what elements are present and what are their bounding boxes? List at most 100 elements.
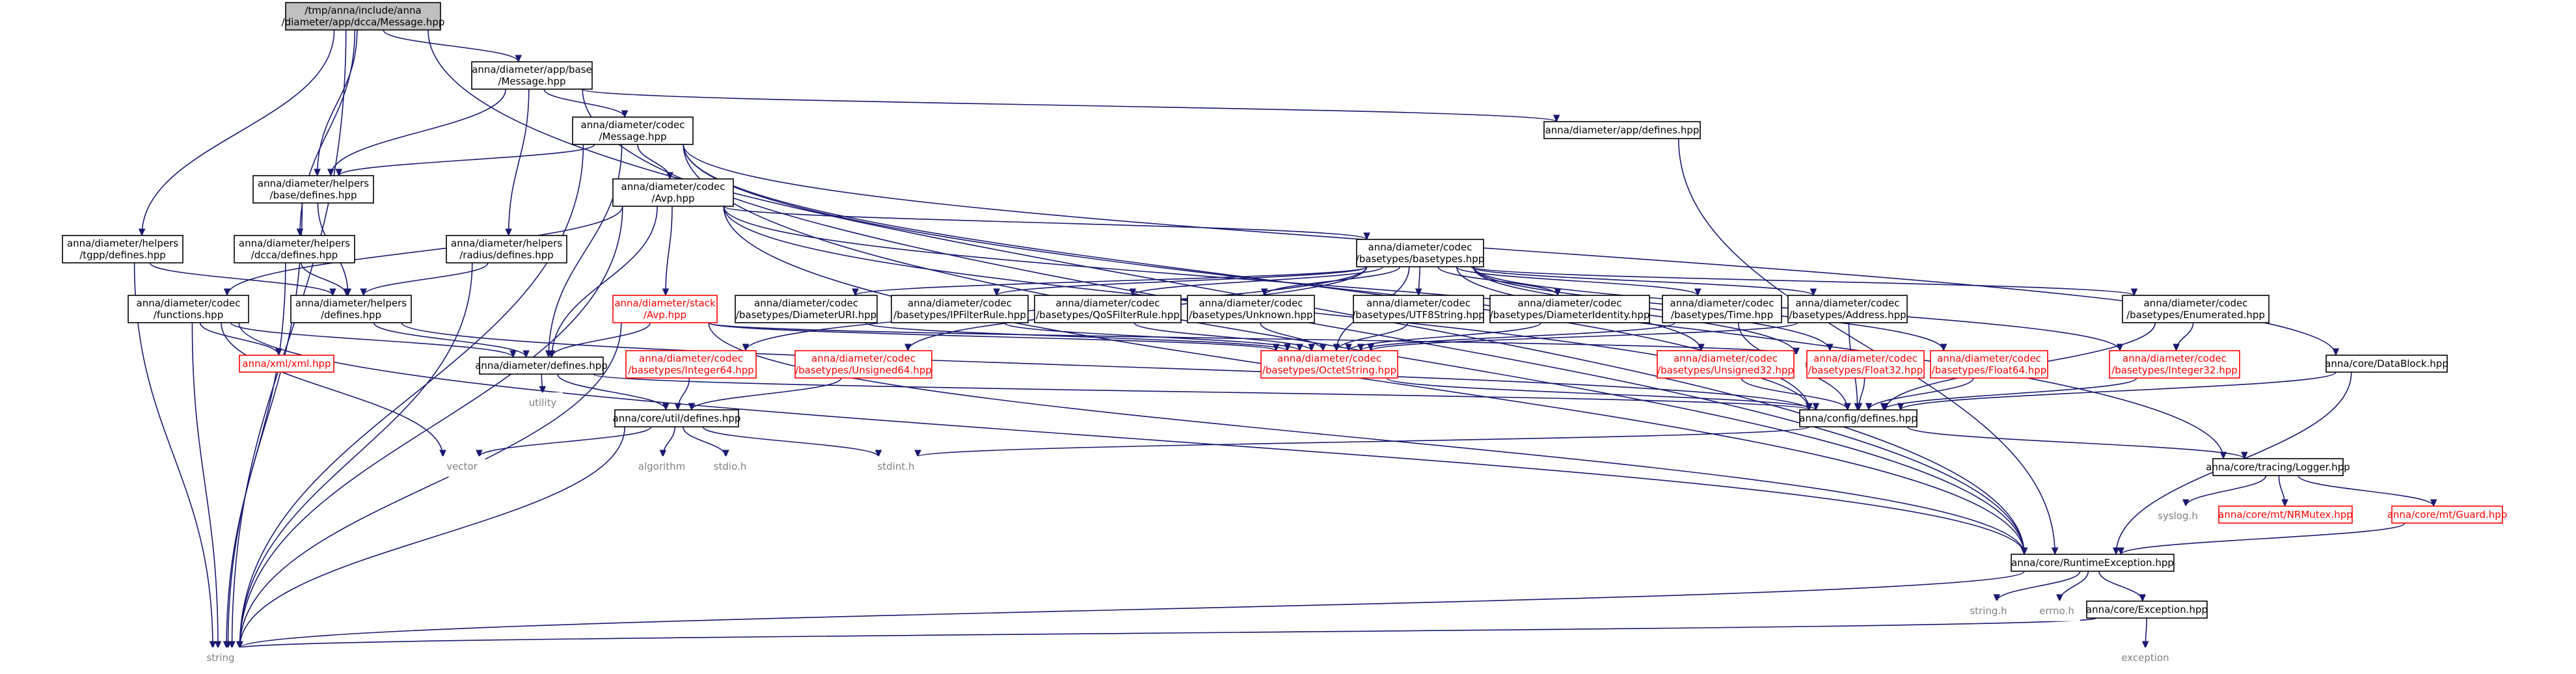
node-box xyxy=(2122,295,2270,323)
node-root[interactable]: /tmp/anna/include/anna/diameter/app/dcca… xyxy=(282,2,445,31)
node-bt-unknown[interactable]: anna/diameter/codec/basetypes/Unknown.hp… xyxy=(1187,295,1315,323)
arrowhead-icon xyxy=(1880,403,1888,411)
node-label: anna/core/mt/NRMutex.hpp xyxy=(2218,509,2353,520)
node-stack-avp[interactable]: anna/diameter/stack/Avp.hpp xyxy=(612,295,718,323)
node-datablock[interactable]: anna/core/DataBlock.hpp xyxy=(2325,355,2448,373)
node-helpers-dcca-defines[interactable]: anna/diameter/helpers/dcca/defines.hpp xyxy=(234,235,355,263)
arrowhead-icon xyxy=(1855,403,1863,411)
node-bt-diameteruri[interactable]: anna/diameter/codec/basetypes/DiameterUR… xyxy=(735,295,878,323)
node-app-base-message[interactable]: anna/diameter/app/base/Message.hpp xyxy=(471,61,593,90)
node-bt-integer32[interactable]: anna/diameter/codec/basetypes/Integer32.… xyxy=(2109,350,2240,379)
node-config-defines[interactable]: anna/config/defines.hpp xyxy=(1799,409,1918,427)
node-bt-ipfilterrule[interactable]: anna/diameter/codec/basetypes/IPFilterRu… xyxy=(891,295,1029,323)
arrowhead-icon xyxy=(666,172,673,180)
dependency-edge xyxy=(2059,571,2089,602)
arrowhead-icon xyxy=(236,641,243,649)
node-label: anna/diameter/codec xyxy=(1368,241,1472,253)
arrowhead-icon xyxy=(2173,344,2180,352)
node-util-defines[interactable]: anna/core/util/defines.hpp xyxy=(613,409,741,427)
node-box xyxy=(446,235,567,263)
node-box xyxy=(891,295,1029,323)
node-label: anna/core/Exception.hpp xyxy=(2086,604,2208,615)
node-box xyxy=(439,456,485,477)
node-helpers-tgpp-defines[interactable]: anna/diameter/helpers/tgpp/defines.hpp xyxy=(62,235,183,263)
node-bt-float32[interactable]: anna/diameter/codec/basetypes/Float32.hp… xyxy=(1806,350,1925,379)
node-label: /Message.hpp xyxy=(498,75,565,87)
node-bt-enumerated[interactable]: anna/diameter/codec/basetypes/Enumerated… xyxy=(2122,295,2270,323)
arrowhead-icon xyxy=(439,450,446,458)
node-bt-float64[interactable]: anna/diameter/codec/basetypes/Float64.hp… xyxy=(1930,350,2048,379)
node-bt-integer64[interactable]: anna/diameter/codec/basetypes/Integer64.… xyxy=(625,350,757,379)
arrowhead-icon xyxy=(2020,547,2028,556)
dependency-edge xyxy=(708,322,1277,351)
node-label: stdint.h xyxy=(877,461,914,472)
node-nrmutex[interactable]: anna/core/mt/NRMutex.hpp xyxy=(2218,506,2353,524)
node-basetypes[interactable]: anna/diameter/codec/basetypes/basetypes.… xyxy=(1356,239,1485,267)
arrowhead-icon xyxy=(874,450,882,458)
node-box xyxy=(614,409,739,427)
node-box xyxy=(612,178,734,207)
node-label: /basetypes/IPFilterRule.hpp xyxy=(893,309,1026,321)
node-bt-time[interactable]: anna/diameter/codec/basetypes/Time.hpp xyxy=(1662,295,1782,323)
arrowhead-icon xyxy=(1363,232,1370,241)
node-bt-qosfilterrule[interactable]: anna/diameter/codec/basetypes/QoSFilterR… xyxy=(1034,295,1182,323)
arrowhead-icon xyxy=(904,344,912,352)
node-label: anna/core/tracing/Logger.hpp xyxy=(2206,461,2350,473)
arrowhead-icon xyxy=(1993,594,2001,602)
dependency-edge xyxy=(338,144,595,176)
arrowhead-icon xyxy=(742,344,750,352)
node-bt-unsigned32[interactable]: anna/diameter/codec/basetypes/Unsigned32… xyxy=(1657,350,1795,379)
node-bt-diameteridentity[interactable]: anna/diameter/codec/basetypes/DiameterId… xyxy=(1489,295,1650,323)
node-label: anna/diameter/codec xyxy=(137,297,241,309)
node-codec-functions[interactable]: anna/diameter/codec/functions.hpp xyxy=(128,295,249,323)
node-logger[interactable]: anna/core/tracing/Logger.hpp xyxy=(2206,458,2350,476)
arrowhead-icon xyxy=(360,288,367,297)
arrowhead-icon xyxy=(509,350,517,358)
node-box xyxy=(707,456,753,477)
node-codec-avp[interactable]: anna/diameter/codec/Avp.hpp xyxy=(612,178,734,207)
node-label: errno.h xyxy=(2039,605,2074,617)
node-box xyxy=(1662,295,1782,323)
node-box xyxy=(1034,295,1182,323)
dependency-edge xyxy=(637,144,671,180)
node-label: anna/config/defines.hpp xyxy=(1799,412,1917,424)
node-helpers-defines[interactable]: anna/diameter/helpers/defines.hpp xyxy=(290,295,412,323)
arrowhead-icon xyxy=(223,641,230,649)
node-label: /basetypes/OctetString.hpp xyxy=(1262,364,1396,376)
arrowhead-icon xyxy=(539,386,547,394)
node-box xyxy=(2212,458,2344,476)
node-box xyxy=(1187,295,1315,323)
node-helpers-base-defines[interactable]: anna/diameter/helpers/base/defines.hpp xyxy=(252,175,374,204)
node-bt-address[interactable]: anna/diameter/codec/basetypes/Address.hp… xyxy=(1787,295,1908,323)
node-bt-utf8string[interactable]: anna/diameter/codec/basetypes/UTF8String… xyxy=(1352,295,1485,323)
node-core-exception[interactable]: anna/core/Exception.hpp xyxy=(2086,600,2208,619)
dependency-edge xyxy=(1472,266,2135,296)
node-label: /defines.hpp xyxy=(321,309,381,321)
arrowhead-icon xyxy=(662,288,670,297)
dependency-edge xyxy=(917,426,1810,457)
node-bt-octetstring[interactable]: anna/diameter/codec/basetypes/OctetStrin… xyxy=(1260,350,1398,379)
node-app-defines[interactable]: anna/diameter/app/defines.hpp xyxy=(1543,121,1701,139)
node-box xyxy=(625,350,757,379)
node-label: anna/diameter/codec xyxy=(1366,297,1471,309)
dependency-edge xyxy=(508,88,530,236)
dependency-edge xyxy=(683,426,727,457)
arrowhead-icon xyxy=(1357,344,1364,352)
dependency-edge xyxy=(865,322,1288,351)
node-helpers-radius-defines[interactable]: anna/diameter/helpers/radius/defines.hpp xyxy=(446,235,567,263)
node-box xyxy=(128,295,249,323)
node-diameter-defines[interactable]: anna/diameter/defines.hpp xyxy=(475,357,608,375)
node-box xyxy=(1962,600,2015,621)
arrowhead-icon xyxy=(2241,452,2248,460)
node-guard[interactable]: anna/core/mt/Guard.hpp xyxy=(2387,506,2508,524)
arrowhead-icon xyxy=(1812,403,1820,411)
arrowhead-icon xyxy=(1844,403,1851,411)
node-xml[interactable]: anna/xml/xml.hpp xyxy=(239,355,334,373)
node-bt-unsigned64[interactable]: anna/diameter/codec/basetypes/Unsigned64… xyxy=(794,350,932,379)
node-codec-message[interactable]: anna/diameter/codec/Message.hpp xyxy=(572,116,694,145)
dependency-edge xyxy=(1336,322,1409,351)
node-runtime-exception[interactable]: anna/core/RuntimeException.hpp xyxy=(2011,554,2175,572)
node-box xyxy=(239,355,334,373)
dependency-edge xyxy=(239,262,473,649)
arrowhead-icon xyxy=(2182,499,2190,507)
